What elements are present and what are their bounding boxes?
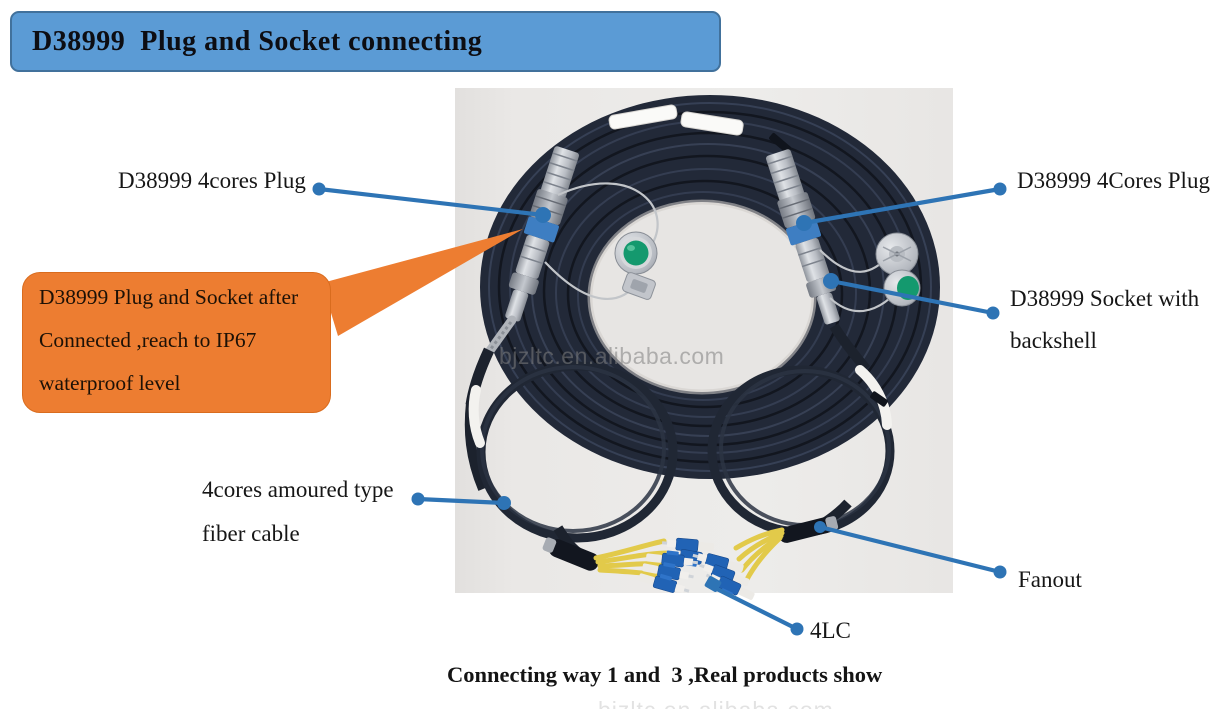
- fanout-assembly: [542, 516, 839, 584]
- ip67-note-line2: Connected ,reach to IP67: [39, 328, 257, 352]
- callout-lines: [312, 182, 1007, 636]
- label-plug-right: D38999 4Cores Plug: [1017, 168, 1210, 193]
- bottom-watermark: bjzltc.en.alibaba.com: [598, 697, 834, 709]
- title-banner: D38999 Plug and Socket connecting: [10, 11, 721, 72]
- ip67-note-line1: D38999 Plug and Socket after: [39, 285, 299, 309]
- label-plug-left: D38999 4cores Plug: [118, 168, 306, 193]
- cable-coil: [480, 95, 940, 479]
- photo-watermark: bjzltc.en.alibaba.com: [499, 343, 724, 369]
- label-armoured-line2: fiber cable: [202, 521, 300, 546]
- bottom-loops: [468, 361, 895, 560]
- page-title: D38999 Plug and Socket connecting: [32, 25, 483, 57]
- label-armoured-cable: 4cores amoured type fiber cable: [202, 468, 394, 556]
- label-socket-right: D38999 Socket with backshell: [1010, 278, 1199, 362]
- label-4lc: 4LC: [810, 618, 851, 643]
- label-socket-line1: D38999 Socket with: [1010, 286, 1200, 311]
- label-armoured-line1: 4cores amoured type: [202, 477, 394, 502]
- bottom-caption: Connecting way 1 and 3 ,Real products sh…: [447, 662, 883, 687]
- ip67-note-line3: waterproof level: [39, 371, 181, 395]
- lc-connectors: [638, 537, 755, 600]
- label-socket-line2: backshell: [1010, 328, 1097, 353]
- note-pointer: [322, 229, 523, 336]
- label-fanout: Fanout: [1018, 567, 1082, 592]
- ip67-note-box: D38999 Plug and Socket after Connected ,…: [22, 272, 331, 413]
